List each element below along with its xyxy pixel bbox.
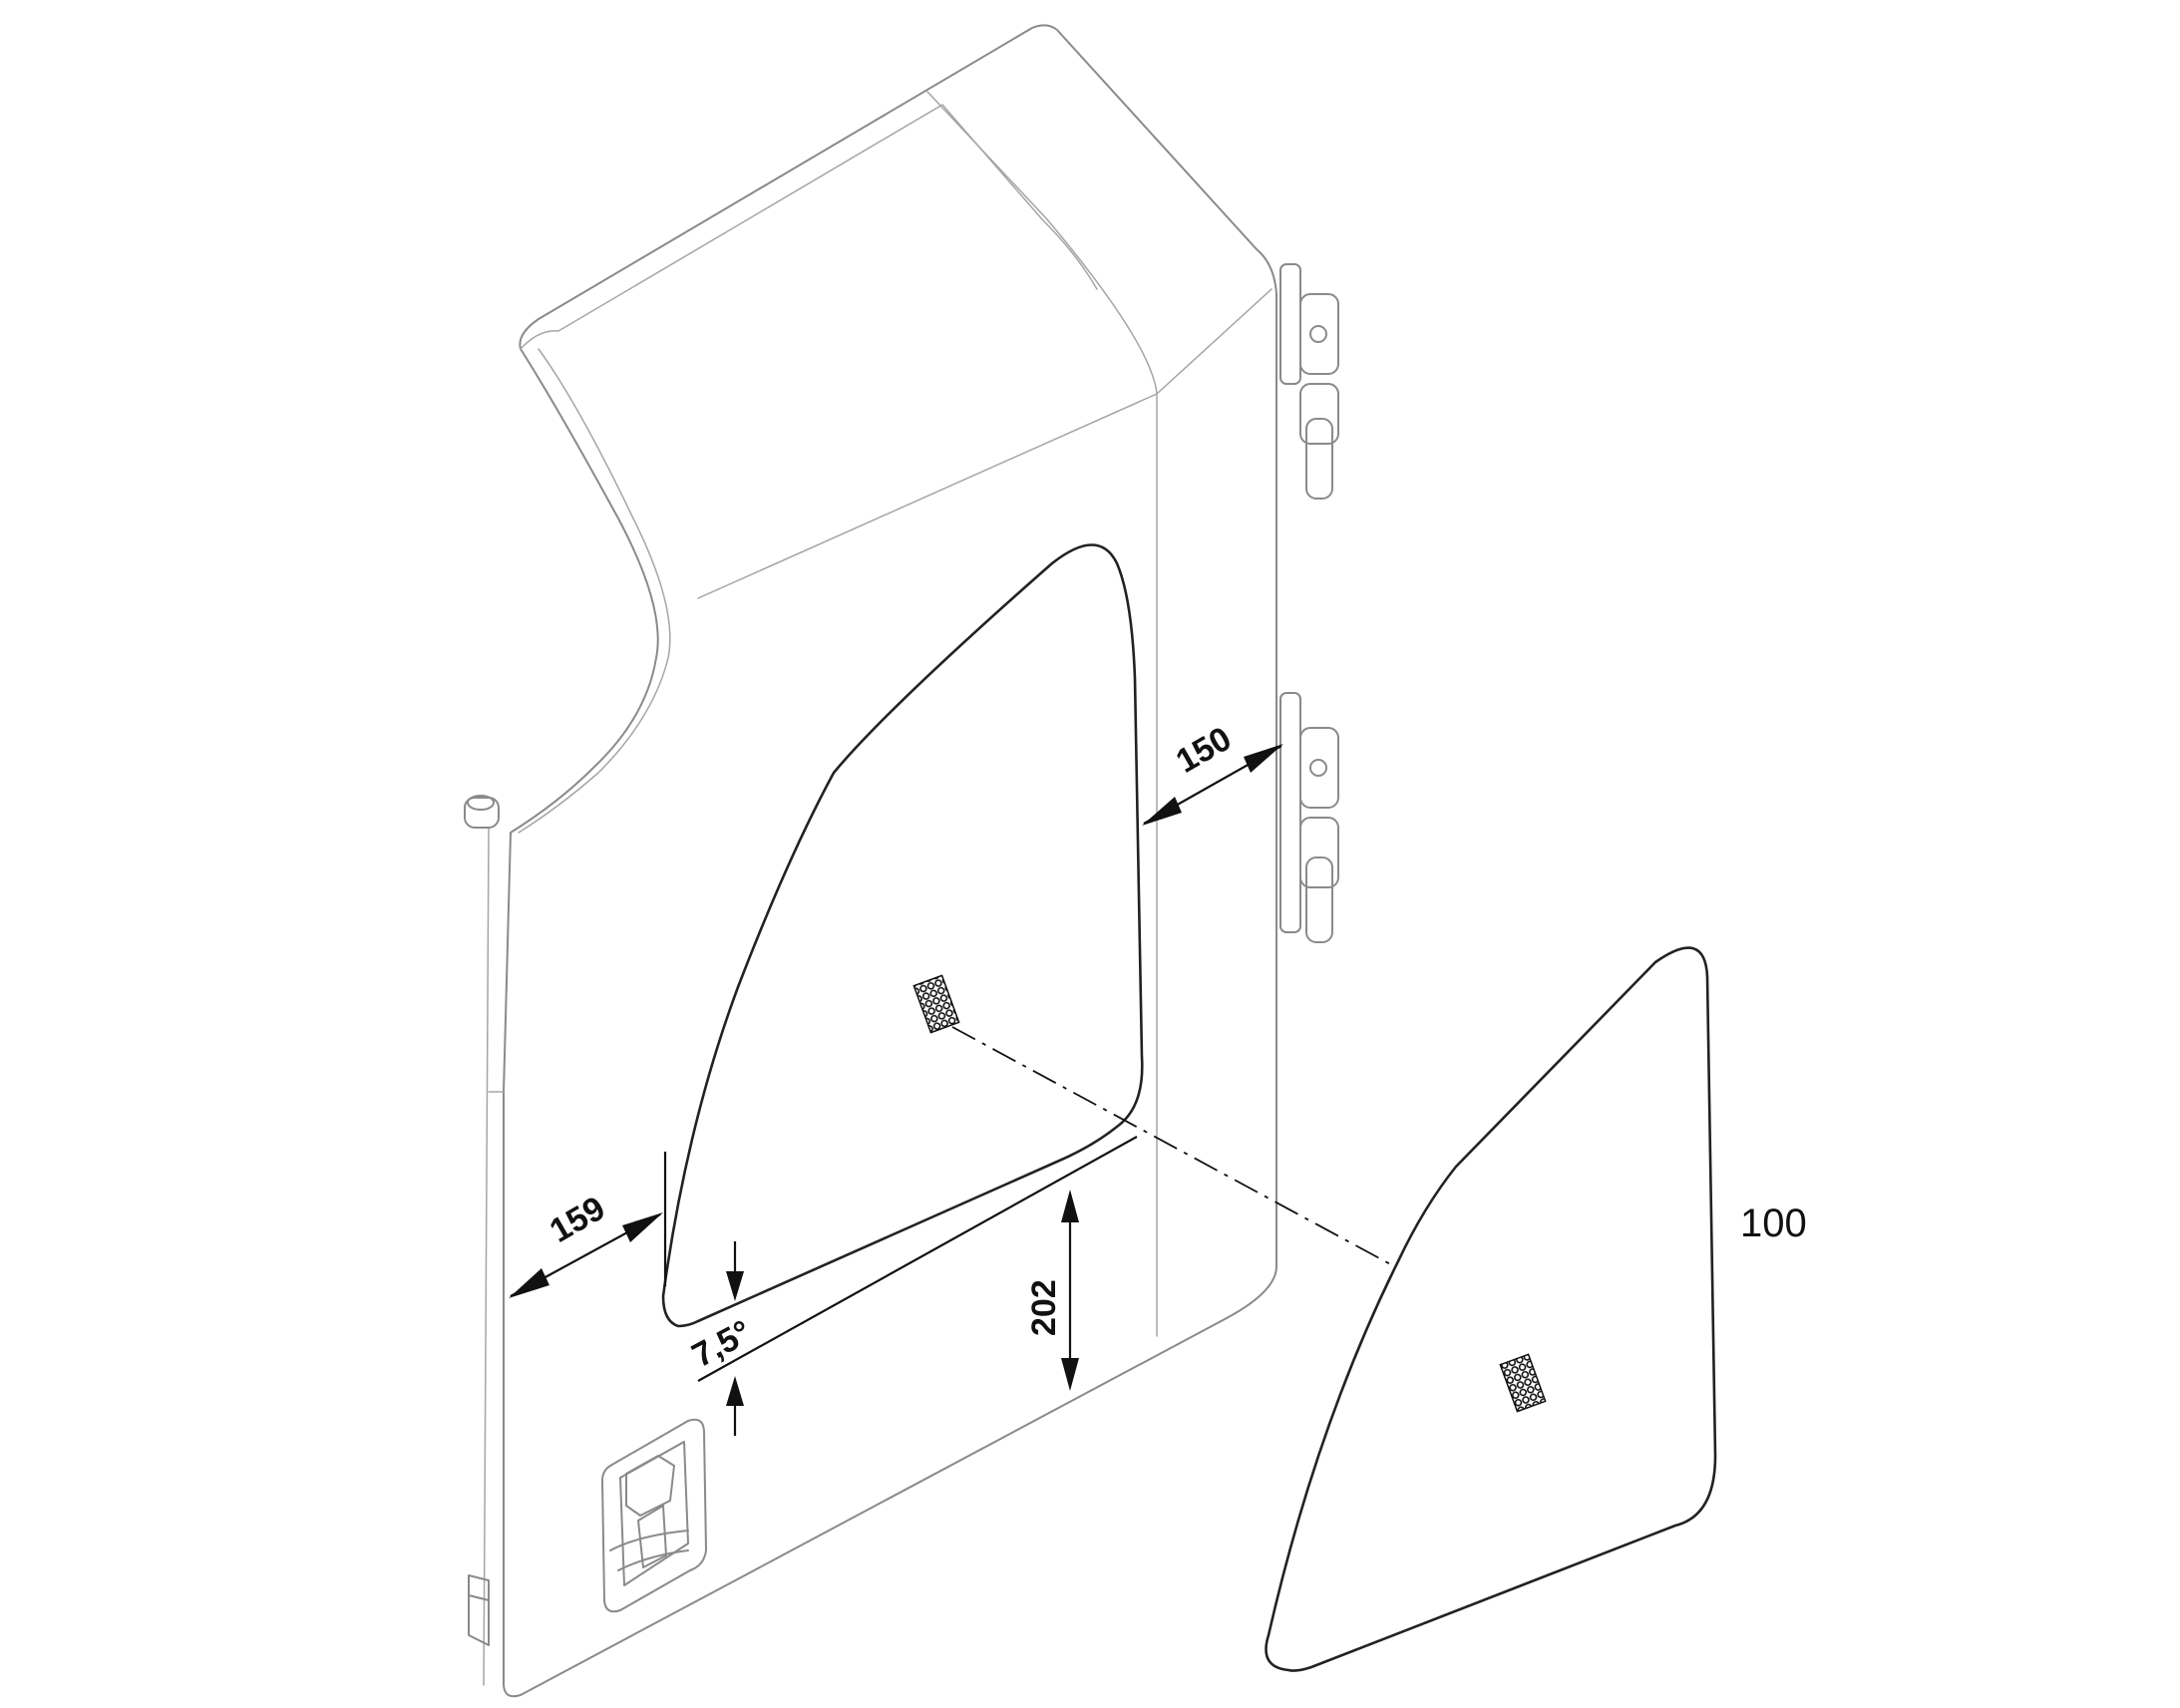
hinge-upper	[1279, 263, 1339, 500]
door-panel	[483, 24, 1277, 1698]
dimension-202: 202	[1025, 1190, 1079, 1391]
window-center-marker	[912, 974, 960, 1034]
door-outline	[503, 24, 1277, 1698]
door-right-edge	[1156, 288, 1272, 395]
door-handle	[601, 1418, 707, 1613]
lower-left-bracket	[468, 1574, 490, 1646]
glass-panel	[1265, 946, 1717, 1672]
door-top-face	[520, 104, 1098, 350]
dimension-159: 159	[509, 1152, 667, 1298]
door-upper-crease	[697, 393, 1158, 599]
assembly-leader-line	[951, 1026, 1395, 1267]
latch-knob	[464, 795, 500, 829]
hinge-lower	[1279, 692, 1339, 943]
glass-center-marker	[1499, 1353, 1547, 1413]
door-inner-bevel	[518, 348, 671, 834]
door-left-flange	[483, 827, 505, 1686]
dimension-150: 150	[1142, 720, 1283, 826]
part-callout-100: 100	[1740, 1201, 1807, 1245]
dimension-label-159: 159	[544, 1190, 611, 1250]
dimension-label-202: 202	[1025, 1279, 1063, 1336]
door-roof-fold	[926, 91, 1158, 1337]
dimension-label-150: 150	[1170, 720, 1238, 781]
window-opening	[661, 543, 1144, 1328]
